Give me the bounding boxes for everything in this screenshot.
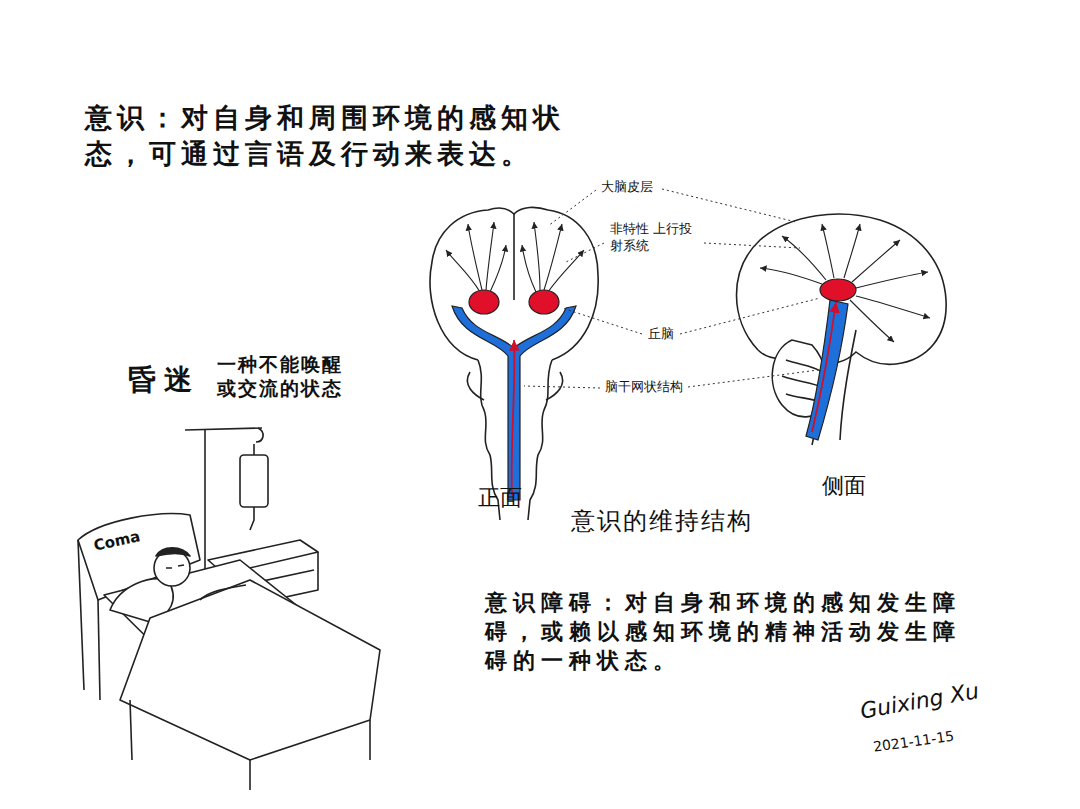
text-slot: 2021-11-15 — [872, 727, 955, 756]
text-slot: 意识的维持结构 — [571, 506, 753, 536]
part-label: 丘脑 — [648, 326, 674, 342]
front-brain — [430, 207, 598, 520]
date-label: 2021-11-15 — [872, 727, 955, 756]
definition-text: 意识：对自身和周围环境的感知状 态，可通过言语及行动来表达。 — [85, 100, 585, 172]
term-definition: 一种不能唤醒 或交流的状态 — [217, 352, 359, 400]
text-slot: 侧面 — [822, 472, 866, 500]
part-label: 大脑皮层 — [601, 179, 653, 195]
view-label: 侧面 — [822, 472, 866, 500]
caption: 意识的维持结构 — [571, 506, 753, 536]
text-slot: 昏迷 — [128, 362, 200, 397]
text-slot: 脑干网状结构 — [605, 379, 683, 395]
text-slot: 一种不能唤醒 或交流的状态 — [217, 352, 359, 400]
text-slot: 丘脑 — [648, 326, 674, 342]
part-label: 脑干网状结构 — [605, 379, 683, 395]
text-slot: 非特性 上行投射系统 — [610, 220, 700, 254]
definition-text: 意识障碍：对自身和环境的感知发生障 碍，或赖以感知环境的精神活动发生障 碍的一种… — [485, 588, 985, 675]
text-slot: Guixing Xu — [858, 677, 981, 725]
term-label: 昏迷 — [128, 362, 200, 397]
leader-lines — [524, 189, 820, 388]
text-slot: 意识：对自身和周围环境的感知状 态，可通过言语及行动来表达。 — [85, 100, 585, 172]
side-brain — [737, 214, 947, 445]
part-label: 非特性 上行投射系统 — [610, 220, 700, 254]
view-label: 正面 — [478, 484, 522, 512]
text-slot: 意识障碍：对自身和环境的感知发生障 碍，或赖以感知环境的精神活动发生障 碍的一种… — [485, 588, 985, 675]
text-slot: 大脑皮层 — [601, 179, 653, 195]
text-slot: 正面 — [478, 484, 522, 512]
coma-patient-bed — [78, 428, 380, 790]
signature: Guixing Xu — [858, 677, 981, 725]
